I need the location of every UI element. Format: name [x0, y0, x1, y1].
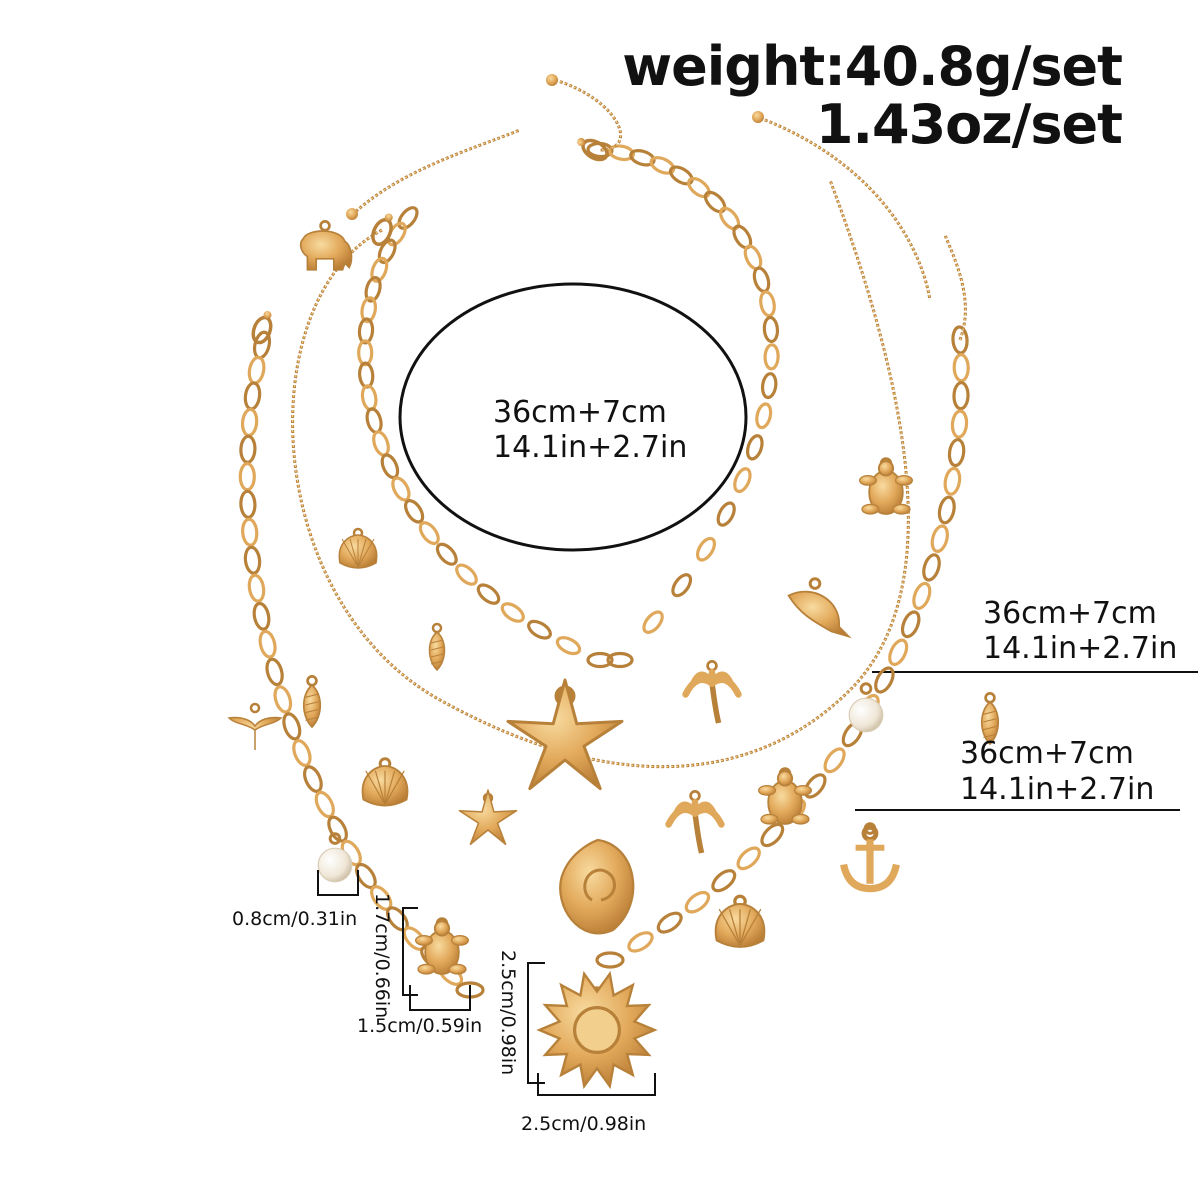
outer-clasp	[251, 310, 273, 345]
inner-chain-left	[357, 206, 614, 669]
middle-extender	[759, 116, 932, 301]
turtle-width-label: 1.5cm/0.59in	[357, 1015, 483, 1037]
palm-tree-middle-charm	[665, 790, 725, 854]
middle-extender-left	[350, 128, 521, 217]
pearl-outer-charm	[317, 832, 353, 883]
weight-ounces: 1.43oz/set	[815, 93, 1123, 156]
outer-extender	[943, 234, 967, 341]
conch-shell-charm	[980, 692, 1000, 746]
scallop-shell-charm	[338, 527, 378, 569]
sun-width-label: 2.5cm/0.98in	[521, 1113, 647, 1135]
outer-chain-right	[595, 325, 970, 969]
middle-left-bead	[346, 208, 358, 220]
sun-height-bracket	[527, 962, 545, 1084]
sea-turtle-outer-charm	[414, 917, 470, 975]
cone-shell-charm	[428, 622, 446, 672]
pearl-size-label: 0.8cm/0.31in	[232, 908, 358, 930]
outer-length-in: 14.1in+2.7in	[960, 772, 1155, 807]
sun-height-label: 2.5cm/0.98in	[497, 950, 519, 1076]
middle-extender-bead	[752, 111, 764, 123]
middle-length-cm: 36cm+7cm	[983, 596, 1157, 631]
weight-grams: weight:40.8g/set	[622, 35, 1123, 98]
inner-extender	[554, 78, 622, 152]
middle-length-in: 14.1in+2.7in	[983, 631, 1178, 666]
inner-clasp	[577, 138, 609, 162]
pearl-width-bracket	[317, 870, 359, 896]
starfish-small-charm	[458, 789, 518, 846]
clam-shell-outer-charm	[714, 894, 766, 948]
elephant-charm	[299, 220, 353, 271]
pearl-middle-charm	[848, 682, 884, 733]
turtle-width-bracket	[409, 985, 471, 1011]
inner-chain-right	[586, 141, 780, 669]
palm-tree-charm	[682, 660, 742, 724]
anchor-charm	[840, 822, 900, 893]
whale-tail-charm	[227, 702, 283, 750]
nautilus-shell-charm	[559, 838, 635, 935]
inner-length-in: 14.1in+2.7in	[493, 430, 688, 465]
outer-chain-left	[238, 330, 485, 999]
sea-turtle-inner-charm	[858, 457, 914, 515]
inner-length-cm: 36cm+7cm	[493, 395, 667, 430]
outer-length-cm: 36cm+7cm	[960, 736, 1134, 771]
sun-width-bracket	[537, 1073, 656, 1096]
inner-extender-bead	[546, 74, 558, 86]
inner-length-oval	[398, 282, 748, 552]
starfish-large-charm	[506, 678, 624, 791]
sea-turtle-middle-charm	[757, 767, 813, 825]
turtle-height-label: 1.7cm/0.66in	[371, 893, 393, 1019]
clam-shell-middle-charm	[361, 757, 409, 807]
middle-clasp	[371, 213, 393, 247]
middle-chain	[291, 179, 910, 769]
dolphin-charm	[787, 577, 852, 639]
sun-charm	[536, 970, 658, 1090]
cone-shell-outer-charm	[302, 675, 322, 729]
